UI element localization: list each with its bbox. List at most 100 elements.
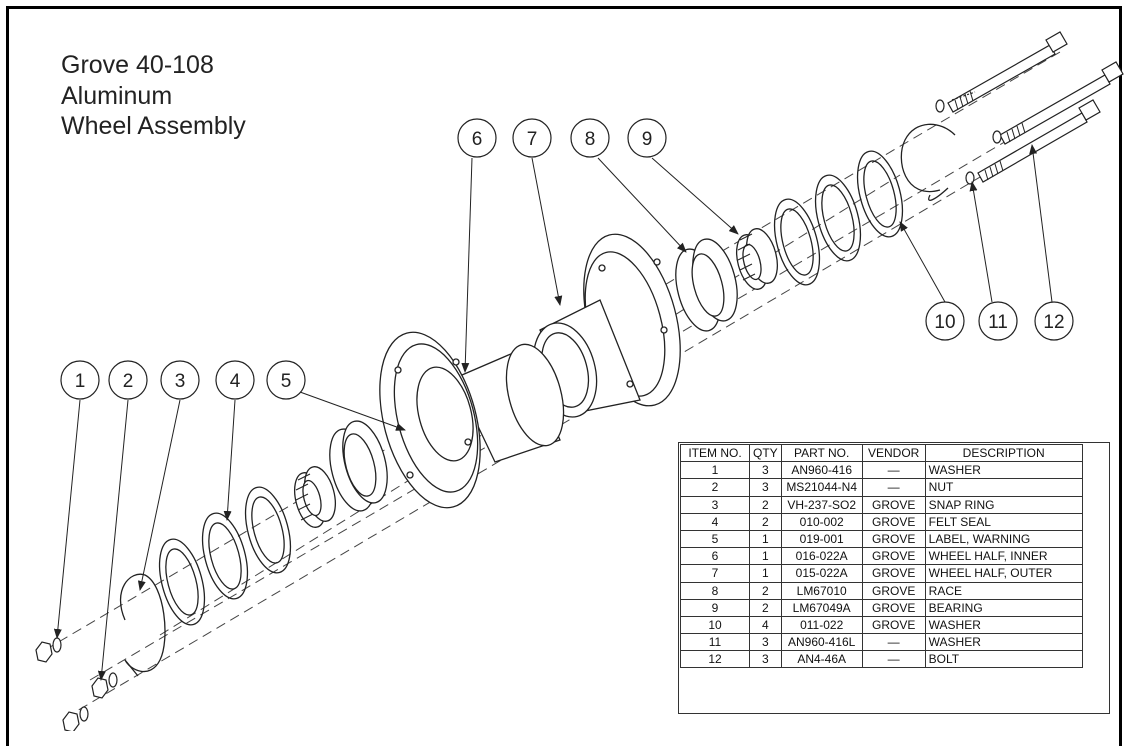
- bom-cell-item: 7: [680, 564, 750, 583]
- bom-cell-vendor: —: [861, 478, 926, 497]
- bom-cell-description: BEARING: [924, 598, 1083, 617]
- bill-of-materials: ITEM NO. QTY PART NO. VENDOR DESCRIPTION…: [680, 443, 1083, 669]
- leader-lines: [53, 144, 1053, 681]
- race-right: [675, 238, 738, 332]
- bom-cell-item: 11: [680, 633, 750, 652]
- bill-of-materials-frame: [678, 442, 1110, 714]
- callout-10: 10: [925, 301, 965, 341]
- bom-cell-vendor: GROVE: [861, 547, 926, 566]
- bom-cell-description: NUT: [924, 478, 1083, 497]
- bom-cell-qty: 3: [749, 633, 782, 652]
- callout-8: 8: [570, 118, 610, 158]
- bearing-left: [294, 466, 336, 528]
- bom-cell-part: LM67049A: [780, 598, 863, 617]
- bom-cell-qty: 1: [749, 529, 782, 549]
- bom-cell-item: 3: [680, 495, 750, 514]
- bom-cell-item: 9: [680, 598, 750, 617]
- washers-left: [119, 486, 292, 677]
- bom-header-part: PART NO.: [780, 443, 863, 463]
- callout-11: 11: [978, 301, 1018, 341]
- bom-cell-item: 4: [680, 512, 750, 531]
- bom-cell-item: 8: [680, 581, 750, 600]
- wheel-half-outer: [532, 233, 681, 418]
- bom-cell-vendor: —: [861, 650, 926, 669]
- bom-cell-description: WHEEL HALF, INNER: [924, 547, 1083, 566]
- callout-balloons: 1 2 3 4 5 6 7 8 9 10 11 12: [60, 118, 1074, 400]
- bom-cell-qty: 2: [749, 598, 782, 617]
- bom-header-description: DESCRIPTION: [924, 443, 1083, 463]
- bearing-right: [736, 228, 778, 290]
- bom-cell-description: LABEL, WARNING: [924, 529, 1083, 549]
- washers-10-right: [773, 123, 956, 286]
- bom-cell-vendor: GROVE: [861, 581, 926, 600]
- washers-11: [935, 99, 1002, 185]
- race-left: [329, 420, 388, 512]
- bom-cell-description: RACE: [924, 581, 1083, 600]
- bom-cell-qty: 2: [749, 581, 782, 600]
- bom-cell-vendor: —: [861, 633, 926, 652]
- bom-header-item: ITEM NO.: [680, 443, 750, 463]
- callout-5: 5: [266, 360, 306, 400]
- callout-7-label: 7: [527, 129, 538, 150]
- bom-cell-description: WHEEL HALF, OUTER: [924, 564, 1083, 583]
- callout-11-label: 11: [988, 312, 1008, 333]
- callout-9-label: 9: [642, 129, 653, 150]
- bom-cell-vendor: GROVE: [861, 564, 926, 583]
- nuts-left: [35, 637, 118, 731]
- callout-5-label: 5: [281, 371, 292, 392]
- bom-cell-qty: 1: [749, 547, 782, 566]
- bom-cell-item: 1: [680, 461, 750, 480]
- bom-cell-part: AN960-416L: [780, 633, 863, 652]
- callout-12-label: 12: [1043, 312, 1064, 333]
- drawing-sheet: Grove 40-108 Aluminum Wheel Assembly: [6, 6, 1124, 746]
- callout-1: 1: [60, 360, 100, 400]
- bom-cell-vendor: GROVE: [861, 529, 926, 549]
- bom-cell-part: LM67010: [780, 581, 863, 600]
- bolt-top: [947, 31, 1068, 113]
- bom-cell-part: AN4-46A: [780, 650, 863, 669]
- bom-cell-item: 2: [680, 478, 750, 497]
- bom-cell-item: 12: [680, 650, 750, 669]
- callout-4-label: 4: [230, 371, 241, 392]
- bom-cell-qty: 3: [749, 478, 782, 497]
- callout-12: 12: [1034, 301, 1074, 341]
- bom-cell-vendor: —: [861, 461, 926, 480]
- title-line-1: Grove 40-108: [61, 51, 214, 79]
- bolt-middle: [999, 61, 1124, 145]
- bom-cell-qty: 4: [749, 615, 782, 635]
- callout-3: 3: [160, 360, 200, 400]
- bom-cell-part: AN960-416: [780, 461, 863, 480]
- callout-3-label: 3: [175, 371, 186, 392]
- bom-header-vendor: VENDOR: [861, 443, 926, 463]
- callout-10-label: 10: [934, 312, 955, 333]
- bom-cell-qty: 1: [749, 564, 782, 583]
- bom-cell-description: BOLT: [924, 650, 1083, 669]
- bom-cell-vendor: GROVE: [861, 615, 926, 635]
- bom-cell-item: 10: [680, 615, 750, 635]
- bom-cell-qty: 3: [749, 650, 782, 669]
- bom-cell-description: FELT SEAL: [924, 512, 1083, 531]
- bom-header-qty: QTY: [749, 443, 782, 463]
- callout-8-label: 8: [585, 129, 596, 150]
- bom-cell-part: 010-002: [780, 512, 863, 531]
- callout-7: 7: [512, 118, 552, 158]
- bom-cell-part: 016-022A: [780, 547, 863, 566]
- callout-4: 4: [215, 360, 255, 400]
- callout-2: 2: [108, 360, 148, 400]
- bom-cell-qty: 2: [749, 495, 782, 514]
- drawing-title: Grove 40-108 Aluminum Wheel Assembly: [61, 50, 246, 142]
- bom-cell-vendor: GROVE: [861, 495, 926, 514]
- callout-6-label: 6: [472, 129, 483, 150]
